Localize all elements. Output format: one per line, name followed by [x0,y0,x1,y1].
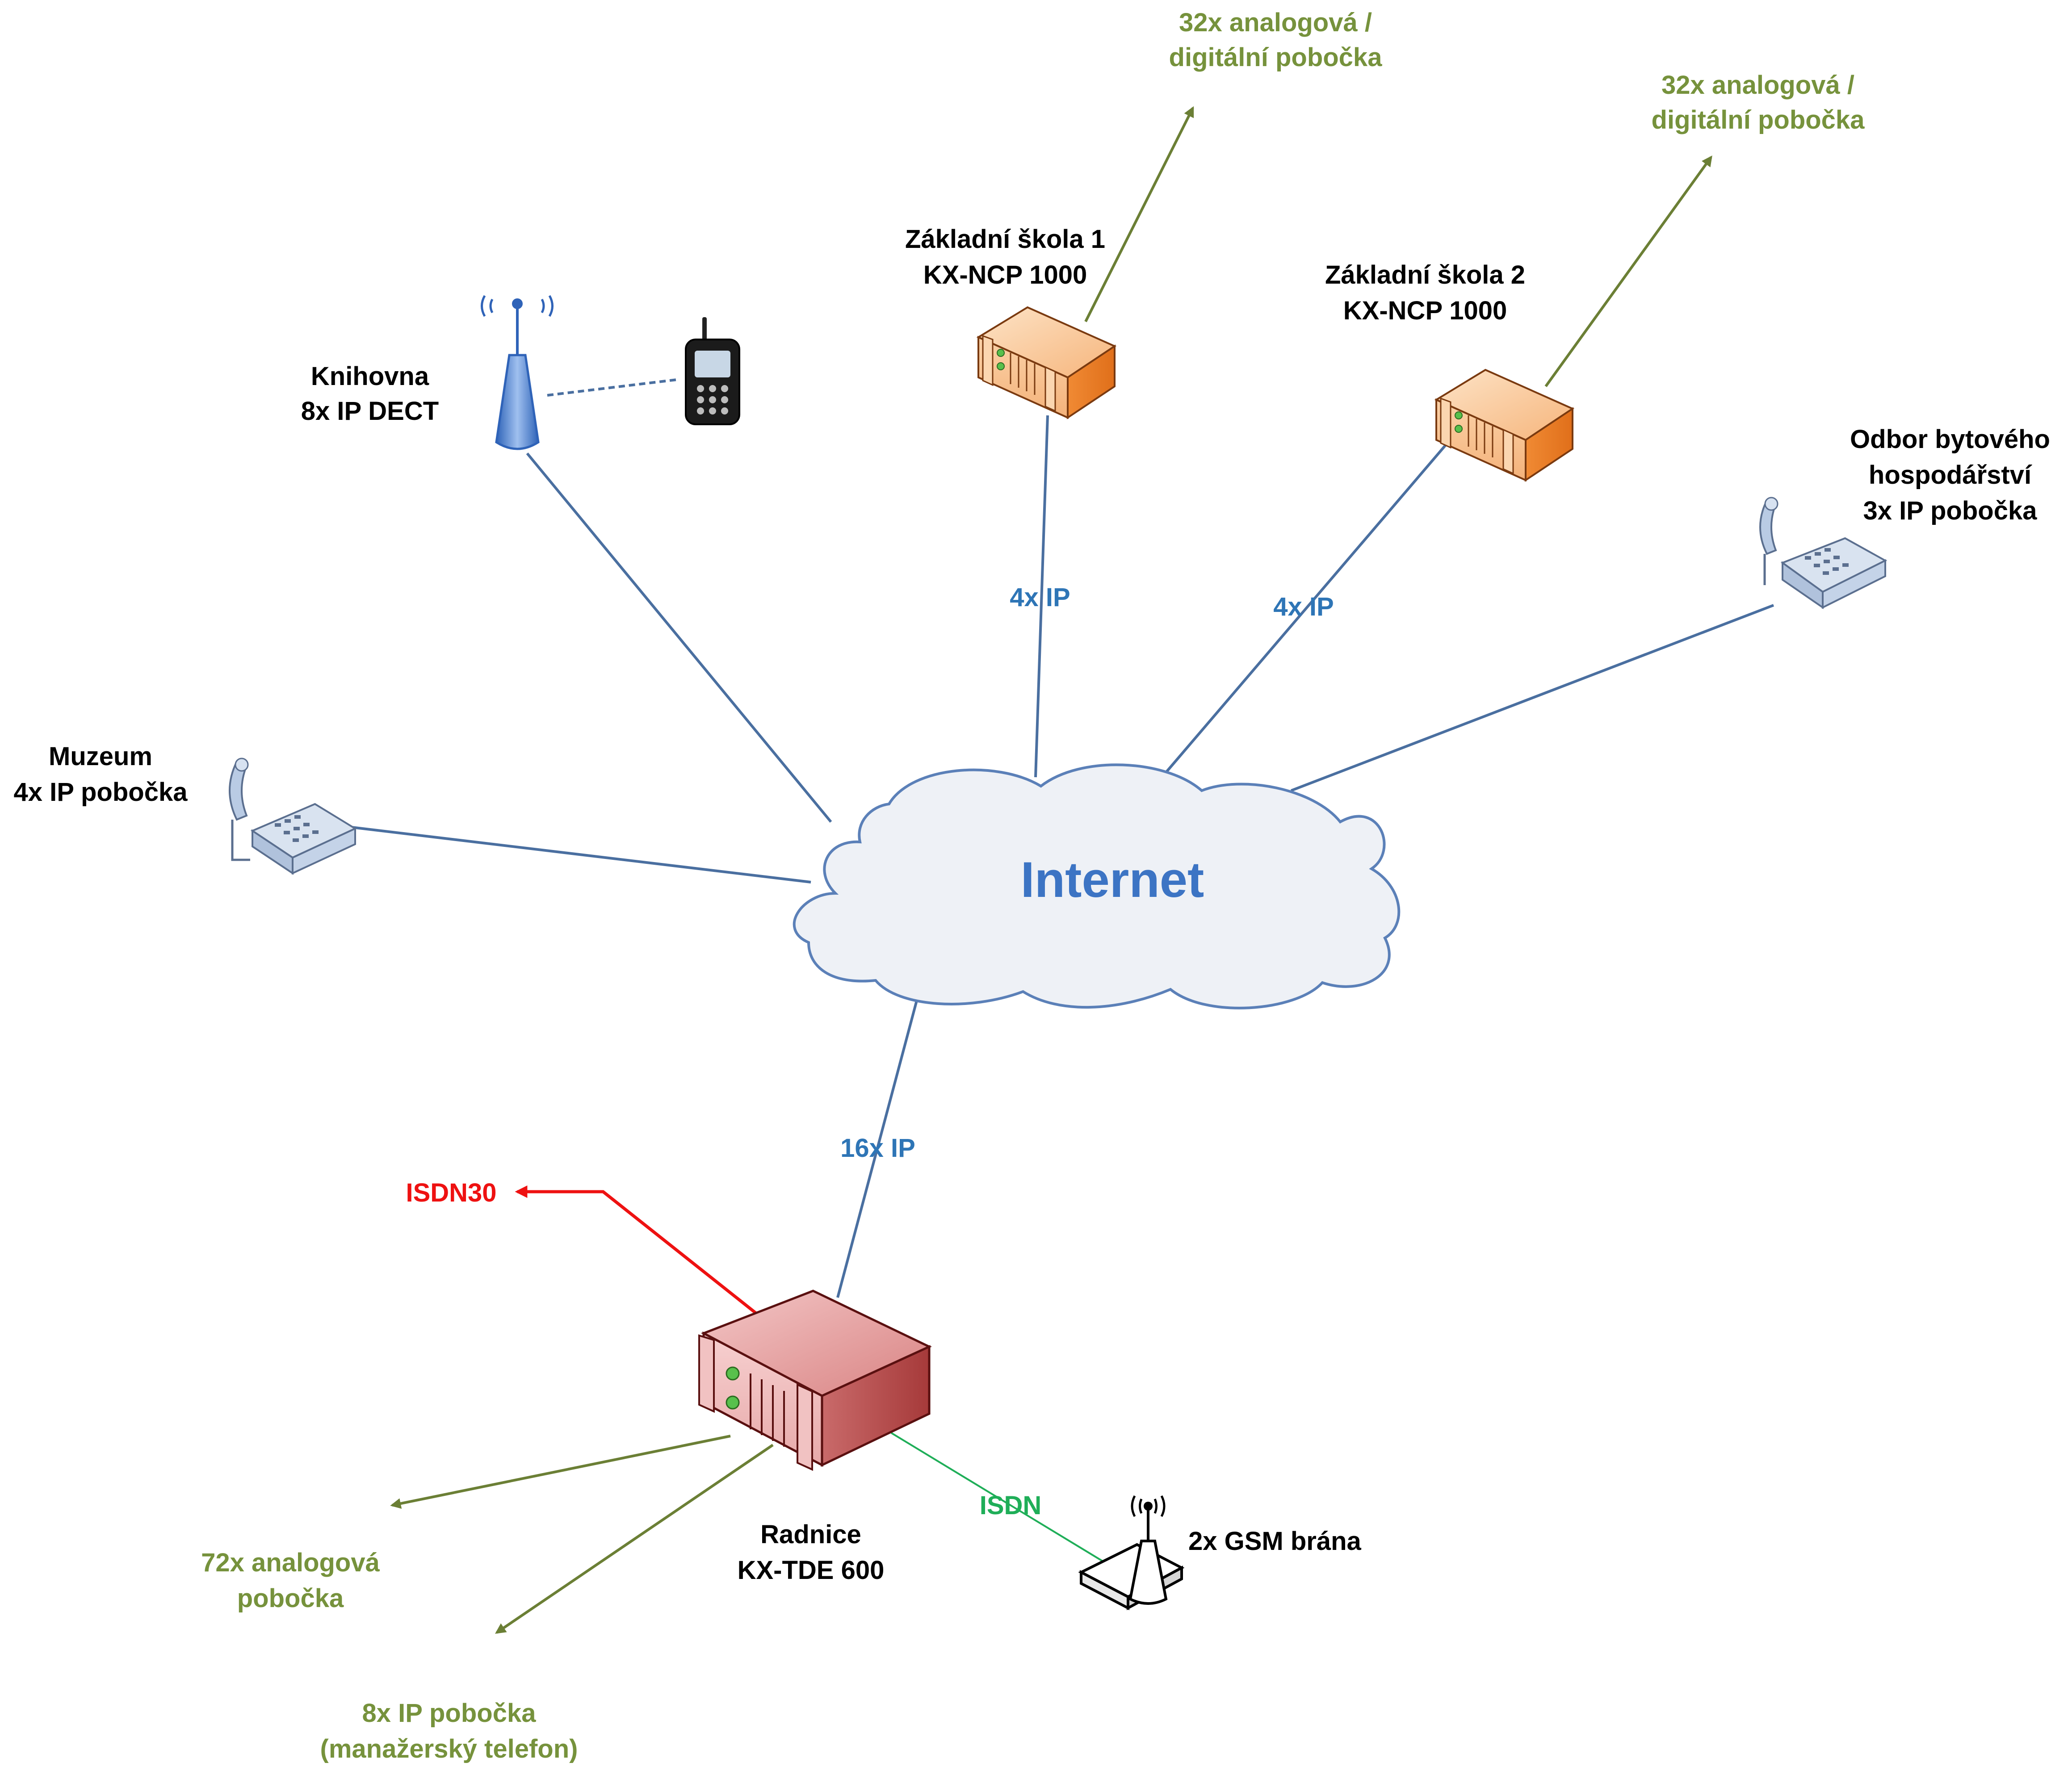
link-isdn30 [515,1185,768,1323]
skola1-pbx-icon [976,306,1117,419]
connections [344,106,1774,1634]
odbor-detail: 3x IP pobočka [1863,496,2038,525]
knihovna-name: Knihovna [311,362,429,391]
link-skola2-internet [1162,437,1453,776]
radnice-model: KX-TDE 600 [738,1556,885,1585]
skola1-ip-label: 4x IP [1010,583,1070,612]
link-skola2-external [1544,155,1712,387]
internet-label: Internet [1021,852,1204,908]
radnice-label: Radnice KX-TDE 600 [738,1520,885,1585]
skola2-model: KX-NCP 1000 [1343,296,1507,325]
mobile-phone-icon [685,317,740,425]
skola2-external-line1: 32x analogová / [1661,71,1854,100]
link-radnice-internet [836,987,922,1298]
radnice-name: Radnice [760,1520,861,1549]
skola2-label: Základní škola 2 KX-NCP 1000 [1325,260,1525,325]
odbor-label: Odbor bytového hospodářství 3x IP pobočk… [1850,425,2050,525]
cloud-shape [793,763,1401,1009]
radnice-pbx-icon [698,1290,932,1471]
skola2-external-label: 32x analogová / digitální pobočka [1652,71,1865,134]
skola2-ip-label: 4x IP [1273,592,1334,621]
knihovna-label: Knihovna 8x IP DECT [301,362,439,426]
radnice-analog-line2: pobočka [237,1584,344,1613]
radnice-ip-phones-label: 8x IP pobočka (manažerský telefon) [320,1699,578,1763]
link-skola1-external [1084,106,1194,322]
muzeum-label: Muzeum 4x IP pobočka [14,742,188,807]
gsm-label: 2x GSM brána [1188,1527,1362,1556]
isdn30-label: ISDN30 [406,1178,496,1207]
link-radnice-analog [390,1435,731,1509]
radnice-analog-line1: 72x analogová [201,1548,380,1577]
muzeum-ip-phone-icon [229,758,357,875]
isdn-gsm-label: ISDN [980,1491,1042,1520]
radnice-ip-phones-line1: 8x IP pobočka [362,1699,537,1728]
gsm-gateway-icon [1078,1495,1185,1611]
link-odbor-internet [1290,604,1774,792]
skola1-external-line2: digitální pobočka [1169,43,1383,72]
muzeum-name: Muzeum [49,742,152,771]
skola2-pbx-icon [1434,368,1575,482]
skola1-external-line1: 32x analogová / [1179,8,1372,37]
odbor-name-line2: hospodářství [1869,461,2032,490]
skola1-label: Základní škola 1 KX-NCP 1000 [905,225,1105,289]
internet-cloud: Internet [793,763,1401,1009]
skola2-name: Základní škola 2 [1325,260,1525,289]
link-dect-phone [547,378,677,397]
link-skola1-internet [1034,415,1049,778]
link-muzeum-internet [344,825,811,884]
skola1-external-label: 32x analogová / digitální pobočka [1169,8,1383,72]
muzeum-detail: 4x IP pobočka [14,778,188,807]
skola1-model: KX-NCP 1000 [923,260,1087,289]
knihovna-detail: 8x IP DECT [301,397,439,426]
skola2-external-line2: digitální pobočka [1652,105,1865,134]
odbor-ip-phone-icon [1759,497,1887,609]
dect-antenna-icon [481,295,554,450]
link-isdn-gsm [890,1432,1103,1562]
link-radnice-ip-phones [495,1444,774,1634]
odbor-name-line1: Odbor bytového [1850,425,2050,454]
radnice-analog-label: 72x analogová pobočka [201,1548,380,1613]
skola1-name: Základní škola 1 [905,225,1105,254]
link-knihovna-internet [526,452,832,823]
radnice-ip-label: 16x IP [840,1134,915,1163]
radnice-ip-phones-line2: (manažerský telefon) [320,1734,578,1763]
